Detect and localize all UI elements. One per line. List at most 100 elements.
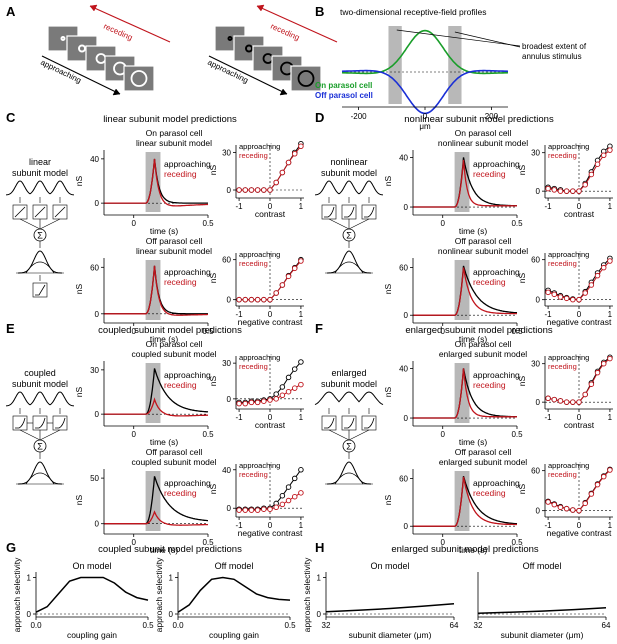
trace-title: On parasol cell [455, 128, 512, 138]
receding-point [570, 296, 576, 303]
trace-x-tick-label: 0 [440, 538, 445, 547]
left-receding-arrow [89, 5, 171, 43]
off-rf-profile [341, 69, 509, 115]
contrast-x-tick-label: 1 [299, 413, 304, 422]
legend-receding: receding [164, 277, 197, 287]
receding-point [261, 398, 267, 404]
rectifying-nonlinearity [344, 206, 355, 218]
selectivity-y-tick-label: 0 [317, 610, 322, 619]
selectivity-y-tick-label: 1 [27, 573, 32, 582]
annulus-ring [245, 44, 253, 53]
legend-approaching: approaching [473, 370, 520, 380]
contrast-y-tick-label: 0 [227, 504, 232, 513]
trace-x-label: time (s) [150, 437, 179, 447]
receding-point [242, 400, 249, 407]
receding-point [551, 291, 558, 298]
contrast-legend-approaching: approaching [548, 250, 589, 259]
selectivity-title: On model [72, 561, 111, 571]
rectifying-nonlinearity [364, 206, 375, 218]
trace-title: Off parasol cell [455, 447, 512, 457]
contrast-x-tick-label: 0 [577, 521, 582, 530]
receding-point [594, 481, 601, 488]
trace-x-tick-label: 0 [131, 538, 136, 547]
contrast-y-tick-label: 0 [227, 395, 232, 404]
contrast-x-tick-label: 0 [268, 310, 273, 319]
contrast-y-label: nS [517, 483, 527, 494]
contrast-x-tick-label: -1 [236, 310, 244, 319]
trace-y-tick-label: 40 [399, 153, 408, 162]
receding-point [236, 187, 242, 193]
rectifying-nonlinearity [364, 417, 375, 429]
model-label-line2: subunit model [12, 168, 68, 178]
trace-y-tick-label: 0 [95, 410, 100, 419]
selectivity-x-tick-label: 64 [602, 621, 611, 630]
receding-point [285, 388, 292, 395]
contrast-y-label: nS [208, 375, 218, 386]
contrast-legend-approaching: approaching [239, 142, 280, 151]
subunit-filters [314, 180, 384, 196]
receding-point [576, 296, 582, 303]
receding-point [588, 171, 595, 178]
receding-trace [413, 267, 517, 316]
left-approaching-arrow [41, 55, 121, 95]
section-title-f: enlarged subunit model predictions [405, 325, 553, 336]
receding-point [557, 294, 564, 300]
trace-y-tick-label: 50 [90, 474, 99, 483]
left-approaching-arrowhead [112, 88, 121, 96]
receding-point [291, 385, 298, 391]
trace-y-tick-label: 0 [404, 414, 409, 423]
right-receding-label: receding [269, 22, 301, 43]
contrast-x-tick-label: 0 [268, 413, 273, 422]
contrast-x-tick-label: 0 [577, 202, 582, 211]
receding-point [236, 507, 242, 513]
panel-letter-a: A [6, 4, 16, 19]
contrast-x-label: negative contrast [238, 317, 303, 327]
contrast-y-tick-label: 0 [536, 296, 541, 305]
receding-point [582, 500, 588, 507]
receding-point [576, 188, 582, 194]
contrast-y-label: nS [208, 483, 218, 494]
legend-approaching: approaching [473, 478, 520, 488]
rf-x-tick-label: 200 [485, 112, 499, 121]
trace-y-label: nS [74, 494, 84, 505]
right-approaching-arrow [208, 55, 288, 95]
to-sum-line [328, 429, 350, 441]
contrast-y-label: nS [517, 375, 527, 386]
approaching-point [273, 391, 279, 397]
receding-point [594, 369, 601, 376]
receding-point [600, 473, 607, 480]
panel-letter-c: C [6, 110, 16, 125]
trace-title: coupled subunit model [131, 349, 216, 359]
selectivity-title: Off model [523, 561, 562, 571]
annulus-annotation-line1: broadest extent of [522, 42, 587, 51]
contrast-y-tick-label: 40 [222, 466, 231, 475]
receding-point [261, 187, 267, 193]
trace-title: enlarged subunit model [439, 457, 527, 467]
receding-point [298, 143, 304, 149]
contrast-legend-receding: receding [548, 259, 577, 268]
contrast-x-tick-label: 0 [577, 413, 582, 422]
selectivity-x-label: coupling gain [209, 630, 259, 640]
receding-point [248, 399, 255, 406]
contrast-legend-receding: receding [548, 151, 577, 160]
receding-point [582, 181, 588, 188]
contrast-x-tick-label: 1 [299, 202, 304, 211]
contrast-x-tick-label: -1 [545, 521, 553, 530]
receding-point [285, 497, 292, 504]
receding-point [588, 491, 595, 497]
contrast-x-tick-label: 0 [577, 310, 582, 319]
contrast-x-tick-label: -1 [545, 310, 553, 319]
subunit-filters [5, 180, 75, 196]
contrast-legend-receding: receding [548, 470, 577, 479]
receding-point [242, 187, 249, 193]
receding-trace [413, 368, 517, 419]
trace-x-tick-label: 0.5 [511, 327, 523, 336]
contrast-x-tick-label: -1 [545, 413, 553, 422]
